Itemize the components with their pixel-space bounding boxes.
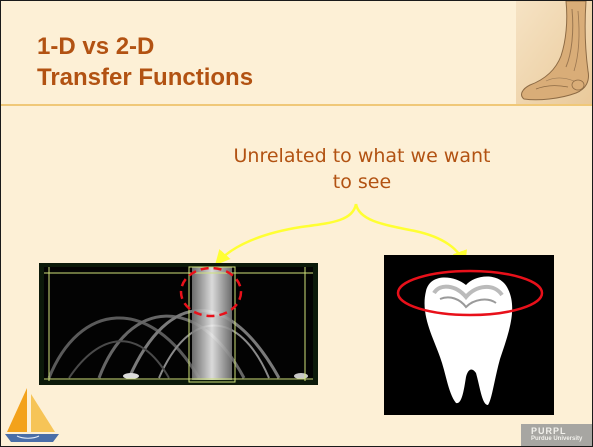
purpl-watermark: PURPL Purdue University [521,424,592,446]
sailboat-logo [3,386,63,444]
watermark-main: PURPL [531,426,567,436]
slide-title: 1-D vs 2-D Transfer Functions [37,31,253,93]
watermark-sub: Purdue University [531,436,582,442]
foot-x-ray-image [516,1,592,104]
title-line-1: 1-D vs 2-D [37,31,253,62]
tooth-image [384,255,554,415]
histogram-image [39,263,318,385]
caption-text: Unrelated to what we want to see [226,143,498,195]
header-divider [1,104,592,106]
title-line-2: Transfer Functions [37,62,253,93]
